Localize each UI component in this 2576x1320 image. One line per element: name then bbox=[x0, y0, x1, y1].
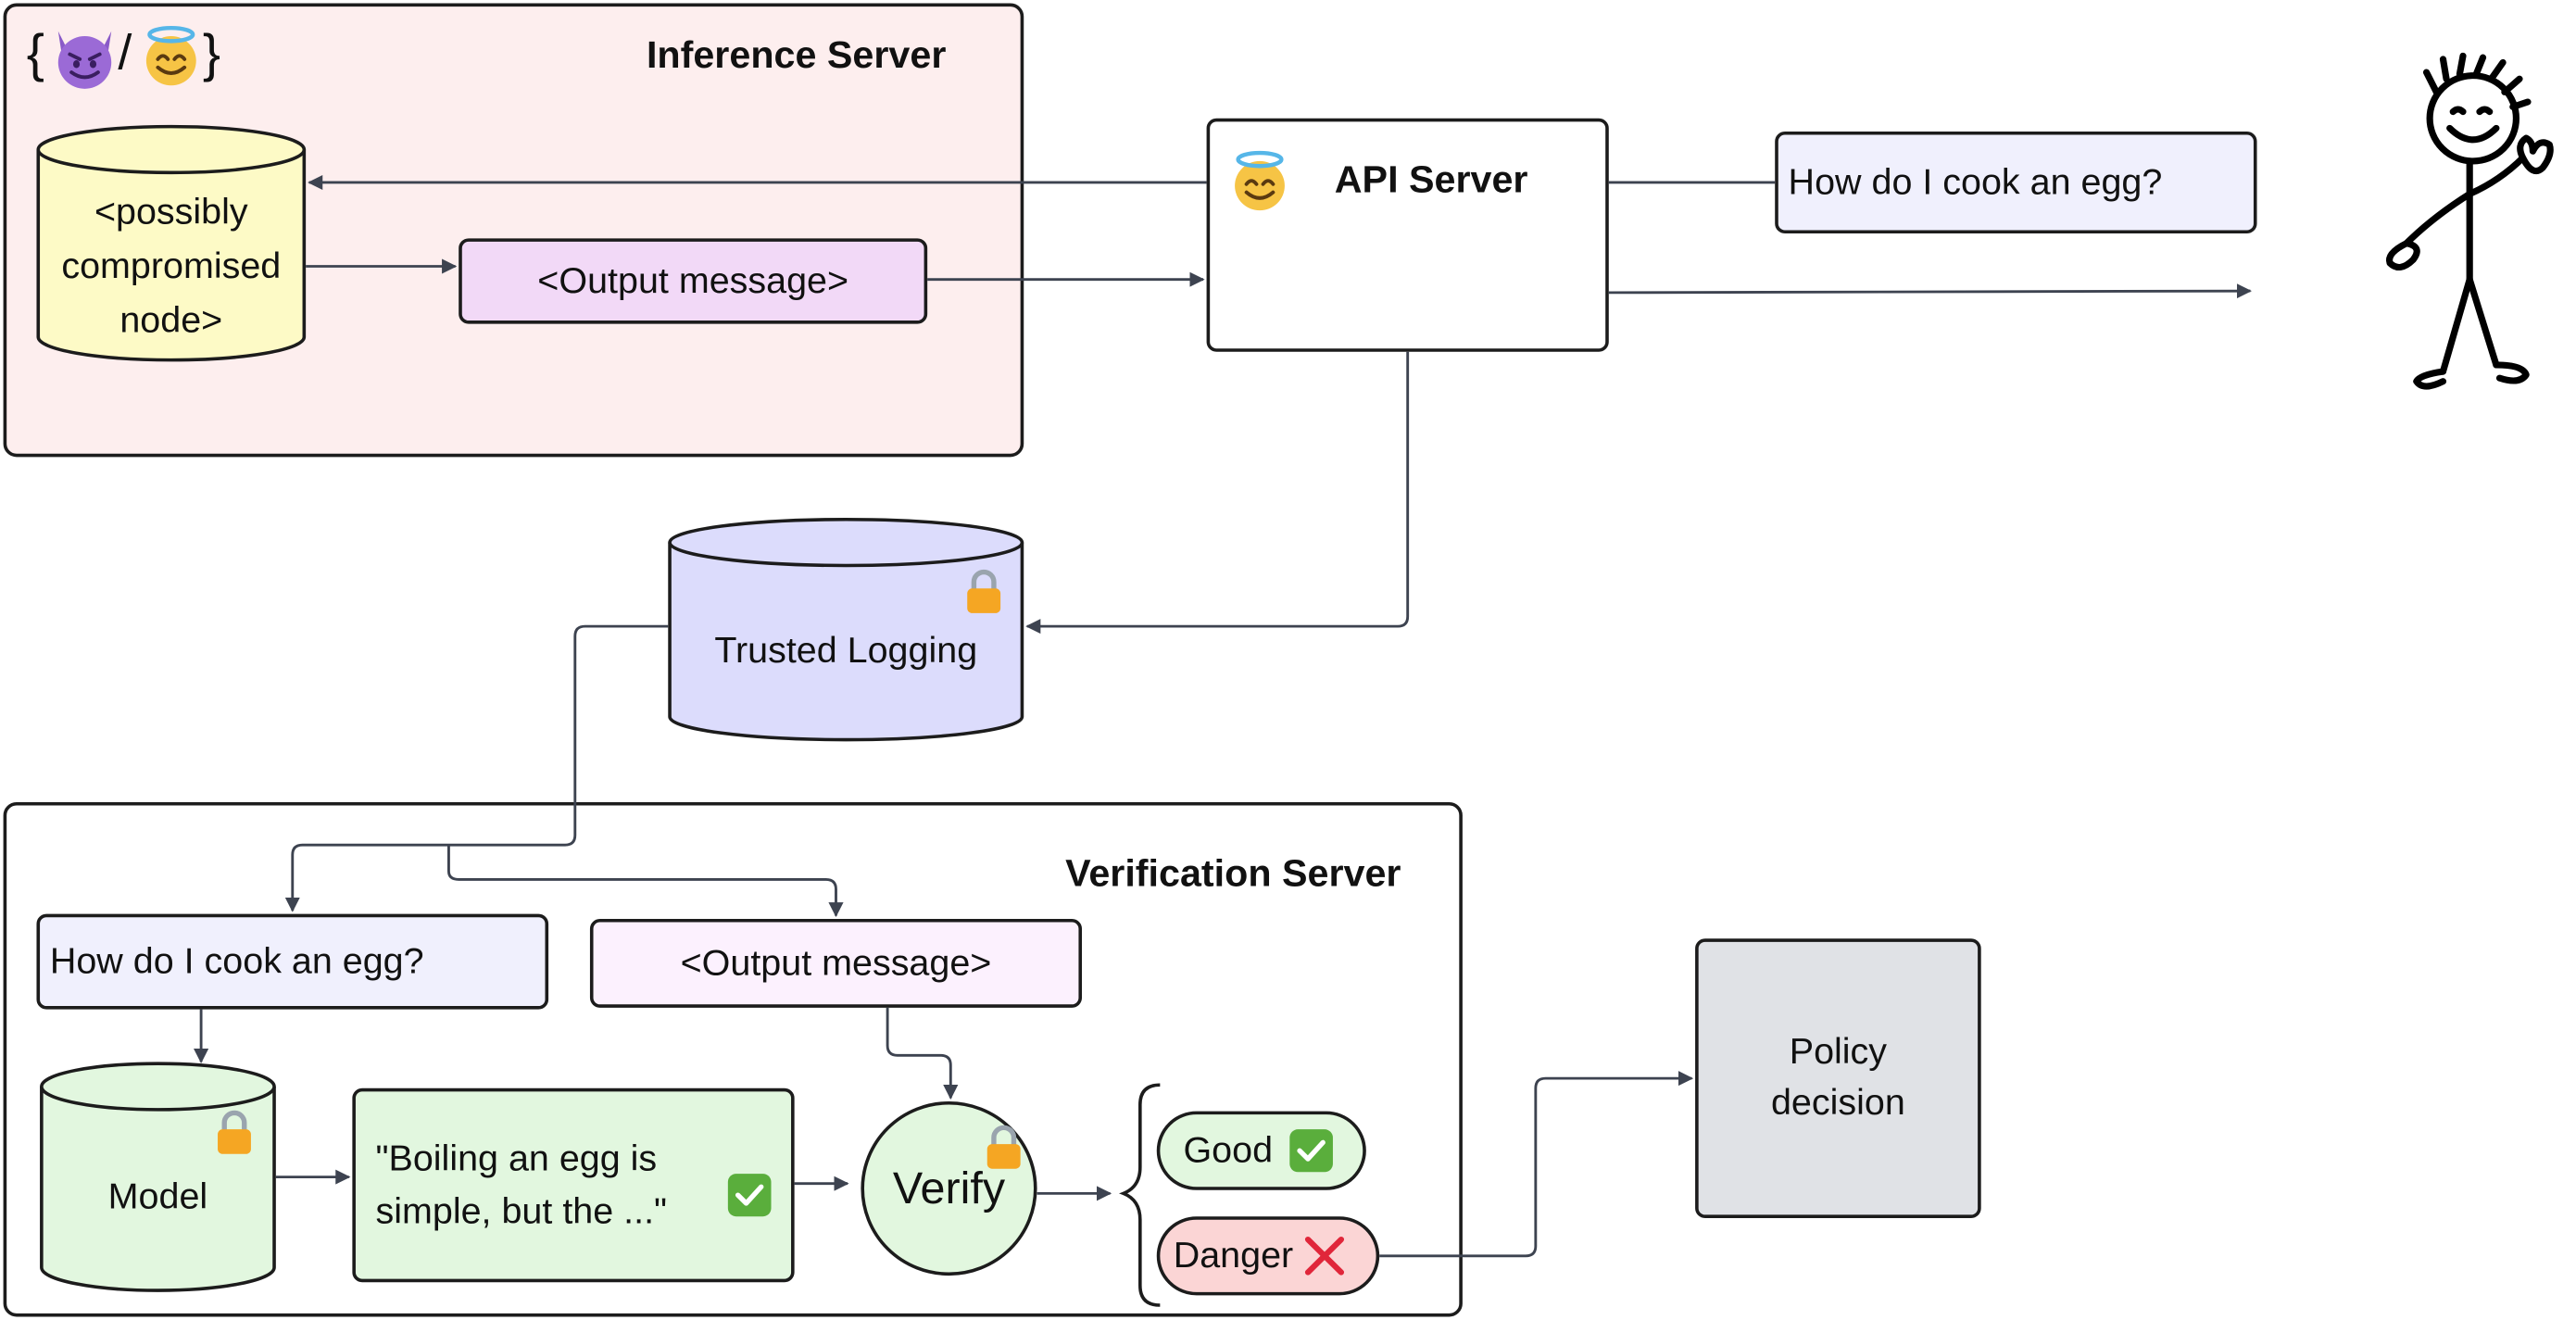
brace-open: { bbox=[26, 22, 44, 82]
model-label: Model bbox=[107, 1174, 208, 1216]
model-cylinder[interactable]: Model bbox=[40, 1062, 276, 1292]
check-mark-icon bbox=[1288, 1129, 1333, 1173]
verify-label: Verify bbox=[892, 1163, 1006, 1213]
danger-to-policy-arrow bbox=[1379, 1071, 1694, 1258]
logging-to-output-branch bbox=[446, 845, 844, 918]
api-server-box[interactable] bbox=[1206, 118, 1609, 352]
node-label-line2: compromised bbox=[61, 244, 282, 285]
api-to-user-arrow bbox=[1608, 283, 2252, 299]
good-label: Good bbox=[1183, 1129, 1274, 1171]
danger-label: Danger bbox=[1173, 1234, 1294, 1276]
angel-face-icon bbox=[138, 23, 205, 89]
result-curly-brace bbox=[1119, 1083, 1161, 1307]
verification-server-title: Verification Server bbox=[1065, 851, 1401, 895]
check-mark-icon bbox=[727, 1174, 772, 1217]
output-to-verify-arrow bbox=[886, 1007, 959, 1100]
cross-mark-icon bbox=[1305, 1236, 1345, 1276]
compromised-node-cylinder[interactable]: <possibly compromised node> bbox=[36, 124, 307, 362]
verification-question-box[interactable]: How do I cook an egg? bbox=[36, 913, 549, 1010]
stick-figure-icon bbox=[2367, 52, 2576, 398]
policy-line1: Policy bbox=[1789, 1031, 1888, 1073]
lock-icon bbox=[214, 1110, 254, 1156]
devil-face-icon bbox=[52, 28, 119, 90]
user-question-box[interactable]: How do I cook an egg? bbox=[1775, 131, 2257, 233]
inference-output-message[interactable]: <Output message> bbox=[459, 238, 928, 324]
api-server-title: API Server bbox=[1334, 157, 1528, 201]
trusted-logging-cylinder[interactable]: Trusted Logging bbox=[668, 517, 1024, 742]
model-response-line1: "Boiling an egg is bbox=[375, 1138, 658, 1179]
brace-close: } bbox=[202, 22, 221, 82]
api-to-logging-arrow bbox=[1025, 351, 1410, 635]
trusted-logging-label: Trusted Logging bbox=[714, 628, 978, 671]
inference-server-title: Inference Server bbox=[646, 32, 947, 76]
slash: / bbox=[118, 26, 132, 81]
logging-to-verification-line bbox=[284, 624, 669, 912]
lock-icon bbox=[964, 569, 1004, 615]
good-pill[interactable]: Good bbox=[1156, 1111, 1366, 1190]
model-response-box[interactable]: "Boiling an egg is simple, but the ..." bbox=[352, 1087, 795, 1283]
node-label-line1: <possibly bbox=[94, 189, 248, 232]
policy-line2: decision bbox=[1770, 1081, 1905, 1124]
angel-face-icon bbox=[1226, 148, 1293, 214]
node-label-line3: node> bbox=[119, 298, 223, 340]
verification-output-message[interactable]: <Output message> bbox=[589, 919, 1083, 1008]
danger-pill[interactable]: Danger bbox=[1156, 1216, 1380, 1296]
lock-icon bbox=[984, 1125, 1024, 1171]
policy-decision-box[interactable]: Policy decision bbox=[1695, 938, 1981, 1218]
model-response-line2: simple, but the ..." bbox=[375, 1189, 668, 1232]
